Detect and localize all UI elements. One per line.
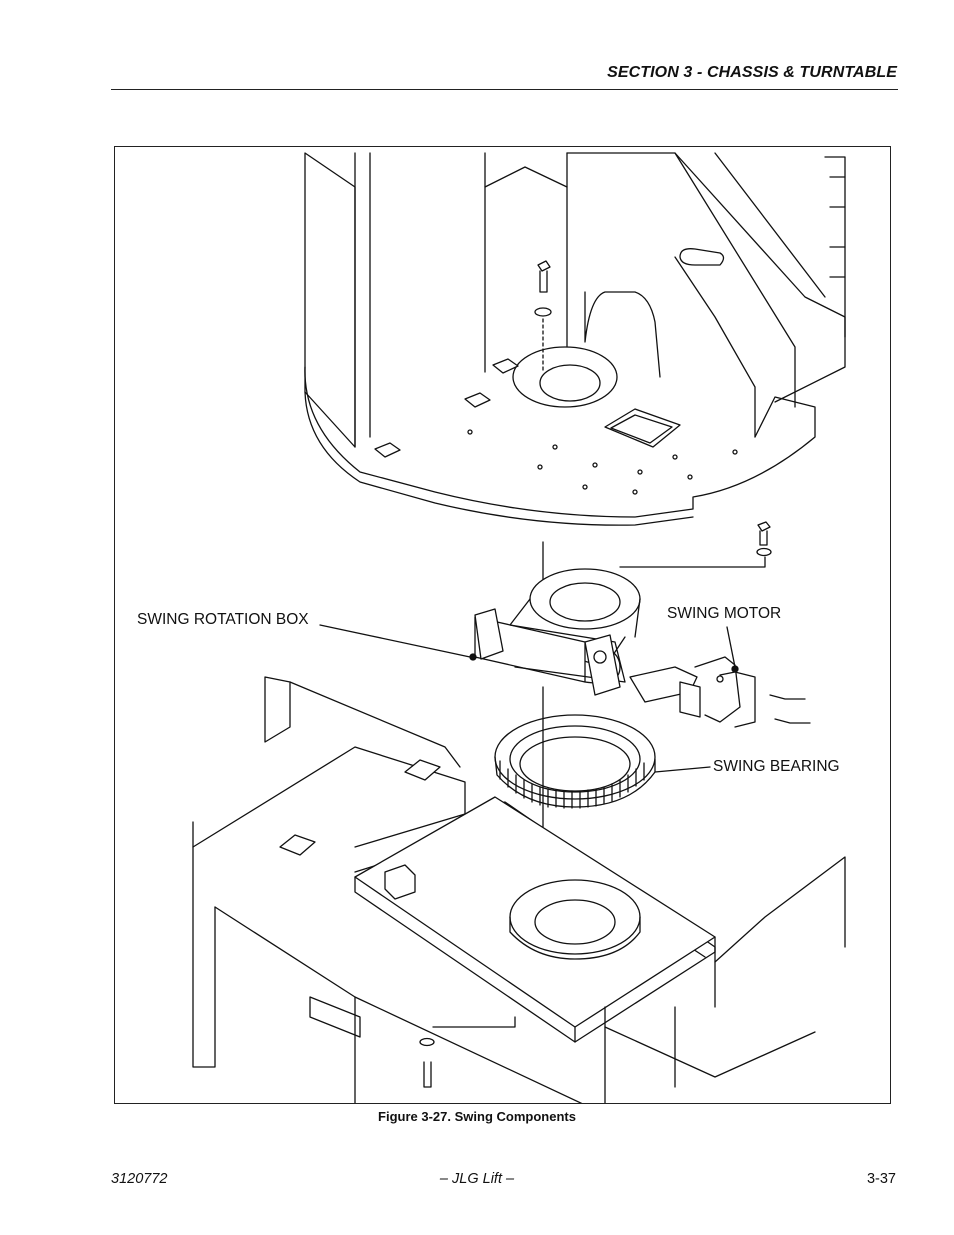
swing-bearing (494, 686, 711, 978)
chassis (192, 676, 846, 1103)
swing-components-drawing (192, 152, 846, 1103)
callout-swing-motor: SWING MOTOR (667, 605, 782, 622)
callout-swing-rotation-box: SWING ROTATION BOX (137, 611, 309, 628)
callout-swing-bearing: SWING BEARING (713, 758, 840, 775)
figure-frame: SWING ROTATION BOX SWING MOTOR SWING BEA… (114, 146, 891, 1104)
page-number: 3-37 (866, 1171, 896, 1187)
publisher: – JLG Lift – (439, 1171, 515, 1187)
figure-caption: Figure 3-27. Swing Components (378, 1109, 576, 1124)
section-title: SECTION 3 - CHASSIS & TURNTABLE (607, 64, 897, 81)
swing-drive (319, 521, 811, 728)
turntable (304, 152, 846, 526)
header-rule (111, 89, 898, 90)
doc-number: 3120772 (111, 1171, 168, 1187)
